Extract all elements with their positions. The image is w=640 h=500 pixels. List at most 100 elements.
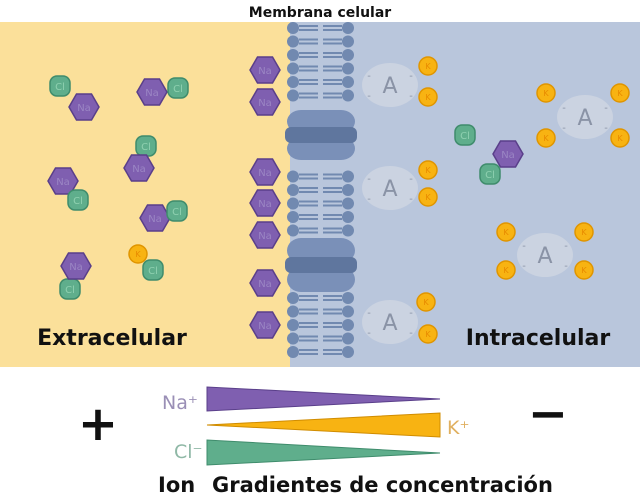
negative-charge: - [409,194,413,205]
anion-protein: A---- [557,95,613,139]
sodium-label: Na [258,321,272,332]
lipid-head [342,170,354,183]
lipid-tail [299,295,342,301]
chloride-label: Cl [148,266,158,277]
anion-label: A [382,177,397,202]
lipid-head [342,346,354,358]
sodium-ion: Na [123,154,155,182]
sodium-ion: Na [249,221,281,249]
negative-charge: - [522,241,526,252]
potassium-ion: K [418,87,438,107]
caption-ion: Ion [158,473,195,497]
anion-label: A [382,74,397,99]
potassium-ion: K [496,222,516,242]
negative-charge: - [409,328,413,339]
phospholipid-pair [287,292,354,304]
chloride-ion: Cl [454,124,476,146]
caption-gradients: Gradientes de concentración [212,473,553,497]
potassium-label: K [135,250,141,259]
lipid-head [287,184,299,196]
sodium-ion: Na [249,311,281,339]
anion-label: A [382,311,397,336]
lipid-head [287,49,299,61]
phospholipid-pair [287,184,354,196]
lipid-head [342,224,354,237]
phospholipid-pair [287,346,354,358]
potassium-label: K [581,266,587,275]
potassium-label: K [425,330,431,339]
phospholipid-pair [287,197,354,210]
anion-protein: A---- [362,63,418,107]
negative-charge: - [564,261,568,272]
na-gradient-wedge [206,386,441,412]
negative-charge: - [367,194,371,205]
negative-charge: - [367,174,371,185]
na-gradient-label: Na⁺ [162,392,198,414]
lipid-head [342,184,354,196]
sodium-ion: Na [492,140,524,168]
potassium-label: K [503,266,509,275]
negative-charge: - [367,91,371,102]
sodium-label: Na [258,66,272,77]
chloride-ion: Cl [49,75,71,97]
sodium-ion: Na [68,93,100,121]
negative-charge: - [409,174,413,185]
lipid-head [287,319,299,331]
anion-protein: A---- [362,166,418,210]
sodium-ion: Na [249,158,281,186]
lipid-tail [299,25,342,31]
chloride-label: Cl [485,170,495,181]
potassium-ion: K [536,128,556,148]
chloride-label: Cl [73,196,83,207]
lipid-head [342,197,354,210]
negative-charge: - [562,103,566,114]
chloride-label: Cl [460,131,470,142]
cl-gradient-label: Cl⁻ [174,441,203,463]
sodium-label: Na [258,199,272,210]
lipid-head [287,346,299,358]
lipid-head [287,76,299,88]
lipid-head [287,292,299,304]
anion-protein: A---- [362,300,418,344]
sodium-ion: Na [136,78,168,106]
phospholipid-pair [287,76,354,88]
chloride-label: Cl [173,84,183,95]
phospholipid-pair [287,35,354,48]
ion-channel-protein [285,110,357,160]
sodium-label: Na [258,279,272,290]
potassium-ion: K [416,292,436,312]
lipid-head [342,89,354,102]
membrane-title: Membrana celular [249,5,391,21]
phospholipid-pair [287,319,354,331]
potassium-ion: K [418,324,438,344]
potassium-ion: K [536,83,556,103]
potassium-ion: K [418,187,438,207]
lipid-tail [299,173,342,180]
lipid-tail [299,79,342,85]
potassium-label: K [425,193,431,202]
sodium-label: Na [145,88,159,99]
sodium-ion: Na [249,88,281,116]
lipid-tail [299,335,342,342]
minus-sign: − [528,386,568,442]
chloride-ion: Cl [135,135,157,157]
potassium-label: K [423,298,429,307]
lipid-bilayer [285,22,357,358]
sodium-label: Na [258,168,272,179]
chloride-ion: Cl [67,189,89,211]
plus-sign: + [78,396,118,452]
lipid-head [287,89,299,102]
lipid-head [287,22,299,34]
phospholipid-pair [287,332,354,345]
sodium-label: Na [56,177,70,188]
potassium-ion: K [418,160,438,180]
ion-channel-protein [285,238,357,292]
potassium-label: K [503,228,509,237]
phospholipid-pair [287,62,354,75]
phospholipid-pair [287,211,354,223]
anion-protein: A---- [517,233,573,277]
phospholipid-pair [287,170,354,183]
potassium-label: K [425,93,431,102]
potassium-ion: K [496,260,516,280]
